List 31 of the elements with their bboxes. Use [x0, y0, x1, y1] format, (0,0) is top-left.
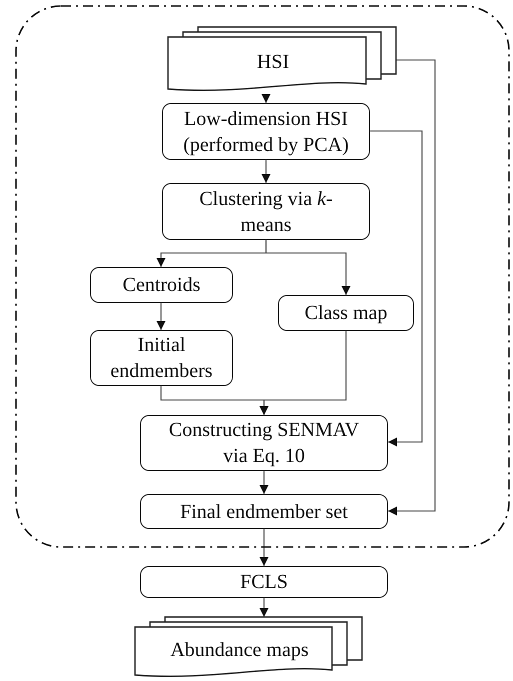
process-box: [162, 103, 370, 160]
node-label: FCLS: [239, 570, 289, 595]
node-label: Initial endmembers: [109, 333, 214, 384]
process-box: [140, 494, 388, 529]
arrow: [370, 130, 423, 446]
arrow: [260, 598, 268, 617]
dash-dot-boundary: [15, 5, 510, 548]
process-box: [90, 330, 233, 386]
node-label: Final endmember set: [179, 500, 349, 524]
arrow: [260, 529, 268, 566]
arrow: [262, 160, 270, 183]
arrow: [262, 94, 270, 103]
process-box: [140, 566, 388, 598]
node-label: Centroids: [122, 273, 202, 298]
document-stack: [135, 617, 362, 680]
arrow: [388, 59, 436, 516]
arrow: [156, 303, 166, 330]
document-stack: [168, 27, 396, 94]
node-label: Class map: [304, 301, 388, 326]
arrow: [260, 331, 347, 415]
arrow: [265, 240, 350, 295]
process-box: [140, 415, 388, 471]
node-label: Constructing SENMAV via Eq. 10: [168, 418, 360, 469]
process-box: [90, 267, 233, 303]
process-box: [162, 183, 370, 240]
node-label: Low-dimension HSI (performed by PCA): [182, 106, 350, 158]
process-box: [278, 295, 414, 331]
arrow: [260, 471, 268, 494]
node-label: Abundance maps: [169, 638, 310, 662]
node-label: Clustering via k-means: [198, 186, 334, 238]
node-label: HSI: [256, 50, 290, 74]
